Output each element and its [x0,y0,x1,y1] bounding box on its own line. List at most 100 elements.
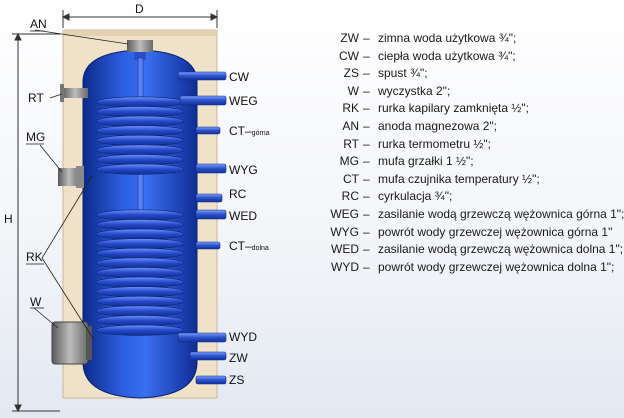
pipe-wyd [177,332,227,343]
legend-dash: – [363,101,370,116]
legend-dash: – [363,242,370,257]
legend-code: WEG [330,206,359,221]
legend-row: W–wyczystka 2"; [282,83,594,101]
legend-code: RK [342,101,359,116]
label-wyd: WYD [229,330,257,344]
pipe-ct-bottom [195,241,221,250]
pipe-weg [179,95,227,106]
leader-lines [33,29,129,341]
pipe-cw [177,71,227,81]
label-ct-top: CT–górna [229,124,270,141]
legend-row: WYD–powrót wody grzewczej wężownica doln… [282,259,614,277]
legend-dash: – [363,48,370,63]
coil-turn [95,115,185,127]
legend-dash: – [363,171,370,186]
coil-turn [95,305,185,317]
legend-text: zasilanie wodą grzewczą wężownica dolna … [378,242,624,257]
label-ct-bottom-sub: dolna [251,245,269,252]
upper-coil [95,96,185,175]
label-weg: WEG [229,94,258,108]
legend-row: RK–rurka kapilary zamknięta ½"; [282,100,594,118]
legend-text: zasilanie wodą grzewczą wężownica górna … [378,206,624,221]
legend-dash: – [363,189,370,204]
label-ct-top-main: CT– [229,124,252,138]
pipe-ct-top [195,126,221,135]
coil-turn [95,228,185,240]
legend-text: powrót wody grzewczej wężownica górna 1" [378,224,613,239]
coil-turn [95,144,185,156]
coil-turn [95,324,185,336]
legend-text: spust ¾"; [378,66,428,81]
width-label: D [135,2,144,16]
coil-turn [95,96,185,108]
legend-row: ZS–spust ¾"; [282,65,594,83]
anode-fitting [127,40,153,52]
lower-coil [95,209,185,336]
label-rc: RC [229,187,247,201]
legend-row: ZW–zimna woda użytkowa ¾"; [282,30,594,48]
legend-dash: – [363,259,370,274]
heater-sleeve [58,166,84,188]
label-rt: RT [28,91,44,105]
label-ct-top-sub: górna [251,130,270,137]
height-dimension [12,32,60,413]
coil-turn [95,154,185,166]
pipe-wyg [195,163,227,174]
legend-code: CT [343,171,359,186]
legend-code: MG [339,154,359,169]
label-w: W [30,295,42,309]
coil-turn [95,257,185,269]
cleanout-flange [51,321,92,365]
pipe-wed [195,209,227,220]
coil-turn [95,163,185,175]
legend-row: WEG–zasilanie wodą grzewczą wężownica gó… [282,206,624,224]
height-label: H [4,212,13,226]
label-an: AN [30,17,47,31]
legend-code: RT [343,136,359,151]
label-zw: ZW [229,351,248,365]
label-cw: CW [229,70,249,84]
legend-row: RT–rurka termometru ½"; [282,136,594,154]
label-wed: WED [229,209,257,223]
legend-text: zimna woda użytkowa ¾"; [378,31,517,45]
legend-dash: – [363,66,370,81]
legend-text: anoda magnezowa 2"; [378,118,498,133]
legend-text: rurka termometru ½"; [378,136,491,151]
pipe-rc [195,193,223,203]
width-dimension [61,10,219,28]
legend-row: WYG–powrót wody grzewczej wężownica górn… [282,224,612,242]
legend-dash: – [363,83,370,98]
legend-text: ciepła woda użytkowa ¾"; [378,48,516,63]
legend-dash: – [363,118,370,133]
coil-turn [95,286,185,298]
legend: ZW–zimna woda użytkowa ¾"; CW–ciepła wod… [282,30,624,277]
legend-row: RC–cyrkulacja ¾"; [282,188,594,206]
legend-code: WYG [330,224,359,239]
legend-row: AN–anoda magnezowa 2"; [282,118,594,136]
coil-turn [95,125,185,137]
legend-text: cyrkulacja ¾"; [378,189,453,204]
coil-turn [95,134,185,146]
legend-dash: – [363,31,370,45]
legend-code: ZW [340,31,359,45]
legend-row: CW–ciepła woda użytkowa ¾"; [282,48,594,66]
pipe-zs [195,375,227,385]
legend-text: mufa grzałki 1 ½"; [378,154,474,169]
legend-row: WED–zasilanie wodą grzewczą wężownica do… [282,241,623,259]
coil-turn [95,295,185,307]
legend-dash: – [363,136,370,151]
coil-turn [95,238,185,250]
coil-turn [95,219,185,231]
coil-turn [95,315,185,327]
coil-turn [95,247,185,259]
legend-row: MG–mufa grzałki 1 ½"; [282,153,594,171]
legend-code: WED [331,242,359,257]
legend-code: WYD [331,259,359,274]
legend-code: RC [341,189,359,204]
legend-text: wyczystka 2"; [378,83,451,98]
legend-code: AN [342,118,359,133]
pipe-zw [189,351,227,361]
label-mg: MG [26,130,46,144]
label-rk: RK [26,250,43,264]
label-zs: ZS [229,373,245,387]
